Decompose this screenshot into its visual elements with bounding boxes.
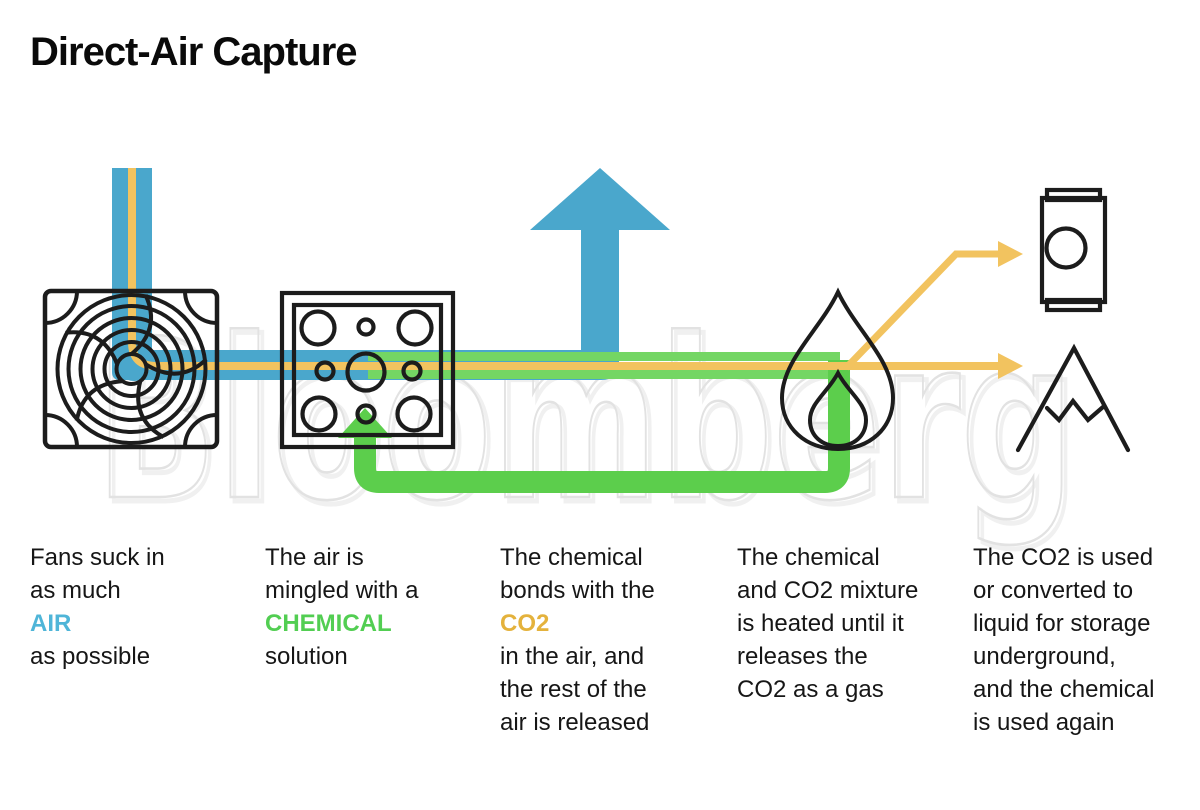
caption-line: as much	[30, 577, 121, 604]
caption-line: solution	[265, 643, 348, 670]
caption-line: liquid for storage	[973, 610, 1151, 637]
caption-line: as possible	[30, 643, 151, 670]
fan-icon	[42, 288, 220, 450]
caption-line: mingled with a	[265, 577, 419, 604]
caption-line: The air is	[265, 544, 364, 571]
caption-line: AIR	[30, 610, 72, 637]
caption-line: or converted to	[973, 577, 1134, 604]
co2-arrow-to-can	[998, 241, 1023, 267]
caption-line: The chemical	[500, 544, 643, 571]
caption-step-4: The chemical and CO2 mixture is heated unt…	[737, 541, 962, 706]
page-title: Direct-Air Capture	[30, 30, 358, 74]
chemical-box-icon	[279, 290, 456, 450]
caption-line: and CO2 mixture	[737, 577, 919, 604]
caption-line: Fans suck in	[30, 544, 165, 571]
caption-line: bonds with the	[500, 577, 655, 604]
caption-step-2: The air is mingled with a CHEMICAL solution	[265, 541, 490, 673]
caption-line: CHEMICAL	[265, 610, 392, 637]
co2-branch-line	[843, 250, 998, 371]
chemical-stripe-bottom	[368, 370, 840, 379]
fan-blades	[65, 294, 208, 439]
chemical-return-pipe	[354, 360, 850, 493]
caption-line: The CO2 is used	[973, 544, 1154, 571]
caption-line: is used again	[973, 709, 1115, 736]
mountain-icon	[1015, 343, 1131, 453]
flame-icon	[779, 287, 896, 452]
co2-arrow-to-mountain	[998, 353, 1023, 379]
caption-line: in the air, and	[500, 643, 645, 670]
caption-line: CO2	[500, 610, 550, 637]
can-icon	[1039, 187, 1108, 313]
caption-line: air is released	[500, 709, 650, 736]
caption-step-5: The CO2 is used or converted to liquid for…	[973, 541, 1198, 739]
caption-line: and the chemical	[973, 676, 1155, 703]
caption-line: CO2 as a gas	[737, 676, 884, 703]
caption-line: underground,	[973, 643, 1116, 670]
caption-line: is heated until it	[737, 610, 904, 637]
caption-line: releases the	[737, 643, 868, 670]
caption-line: the rest of the	[500, 676, 647, 703]
chemical-stripe-top	[368, 352, 840, 361]
caption-line: The chemical	[737, 544, 880, 571]
